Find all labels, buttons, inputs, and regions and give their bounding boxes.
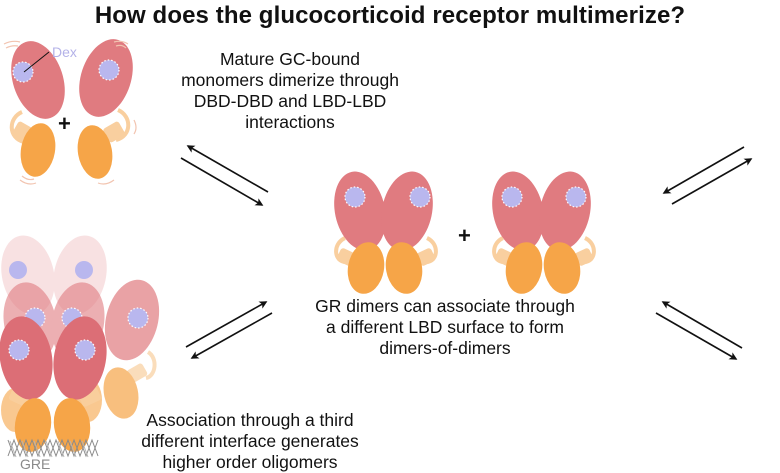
ligand-pointer xyxy=(23,51,50,73)
arrow-reverse xyxy=(186,145,269,193)
oligomer-stack: GRE xyxy=(0,235,160,470)
caption-line: GR dimers can associate through xyxy=(315,296,575,316)
ligand-dex xyxy=(8,339,30,361)
ligand-dex xyxy=(9,261,27,279)
ligand-dex xyxy=(98,59,120,81)
motion-lines xyxy=(115,44,127,49)
dna-label: GRE xyxy=(20,456,50,470)
caption-line: DBD-DBD and LBD-LBD xyxy=(193,91,387,111)
dbd xyxy=(347,242,385,294)
caption-monomers: Mature GC-bound monomers dimerize throug… xyxy=(160,49,420,133)
equilibrium-arrows-dimer-oligomer xyxy=(185,301,273,359)
lbd xyxy=(0,316,53,400)
caption-line: dimers-of-dimers xyxy=(379,338,511,358)
caption-dimers: GR dimers can associate through a differ… xyxy=(295,296,595,359)
ligand-dex xyxy=(344,186,366,208)
dbd xyxy=(505,242,543,294)
ligand-dex xyxy=(12,61,34,83)
motion-lines xyxy=(19,179,37,185)
ligand-dex xyxy=(501,186,523,208)
equilibrium-arrows-right-top xyxy=(662,146,753,205)
ligand-dex xyxy=(127,307,149,329)
plus-sign: + xyxy=(458,223,471,248)
hinge-loop xyxy=(115,108,131,142)
caption-line: Mature GC-bound xyxy=(219,49,361,69)
lbd xyxy=(11,41,65,119)
dimer-right xyxy=(492,171,596,294)
dna-gre xyxy=(7,438,99,458)
caption-line: Association through a third xyxy=(146,410,354,430)
arrow-forward xyxy=(671,158,753,205)
monomer-left: Dex xyxy=(3,40,77,185)
dbd xyxy=(20,123,56,177)
arrow-forward xyxy=(655,312,738,360)
ligand-dex xyxy=(409,186,431,208)
equilibrium-arrows-right-bottom xyxy=(655,301,743,360)
dna-strand xyxy=(9,440,89,458)
plus-sign: + xyxy=(58,111,71,136)
ligand-dex xyxy=(74,339,96,361)
arrow-forward xyxy=(180,157,264,206)
caption-line: a different LBD surface to form xyxy=(326,317,564,337)
dbd xyxy=(14,398,52,452)
figure-title: How does the glucocorticoid receptor mul… xyxy=(94,2,686,29)
ligand-dex xyxy=(565,186,587,208)
motion-lines xyxy=(21,175,35,181)
hinge-loop xyxy=(9,110,25,144)
motion-lines xyxy=(133,119,137,135)
dna-strand xyxy=(7,438,99,458)
caption-line: monomers dimerize through xyxy=(181,70,399,90)
dbd xyxy=(385,242,423,294)
arrow-reverse xyxy=(662,146,745,194)
caption-oligomers: Association through a third different in… xyxy=(130,410,370,473)
monomer-right xyxy=(77,39,137,185)
motion-lines xyxy=(97,179,115,185)
dbd xyxy=(53,398,91,452)
caption-line: higher order oligomers xyxy=(162,452,338,472)
motion-lines xyxy=(5,45,19,49)
arrow-reverse xyxy=(190,312,273,359)
motion-lines xyxy=(113,40,129,45)
caption-line: different interface generates xyxy=(141,431,359,451)
hinge xyxy=(103,121,125,143)
hinge xyxy=(574,248,594,266)
dimer-left xyxy=(334,171,438,294)
hinge xyxy=(416,248,436,266)
arrow-reverse xyxy=(661,301,743,349)
equilibrium-arrows-monomer-dimer xyxy=(180,145,269,206)
arrow-forward xyxy=(185,301,268,348)
dbd xyxy=(543,242,581,294)
ligand-dex xyxy=(75,261,93,279)
ligand-label: Dex xyxy=(52,44,77,60)
dbd xyxy=(77,125,113,179)
dbd xyxy=(103,367,139,419)
motion-lines xyxy=(3,40,21,45)
oligomer-side-monomer xyxy=(103,279,160,419)
caption-line: interactions xyxy=(245,112,335,132)
hinge-loop xyxy=(145,350,157,380)
